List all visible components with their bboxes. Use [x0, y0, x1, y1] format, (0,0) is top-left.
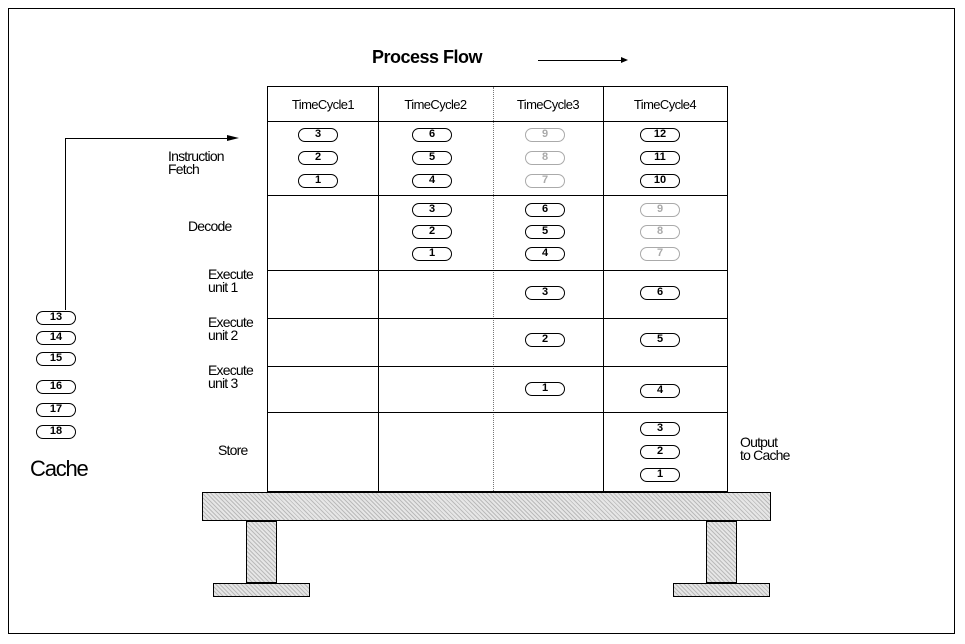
bench-top	[202, 492, 771, 521]
cache-feed-line	[65, 138, 66, 310]
cache-token: 16	[36, 380, 76, 394]
instruction-token: 1	[525, 382, 565, 396]
header-timecycle-4: TimeCycle4	[603, 87, 727, 121]
instruction-token: 11	[640, 151, 680, 165]
row-divider	[268, 366, 727, 367]
bench-foot-left	[213, 583, 310, 597]
instruction-token: 4	[640, 384, 680, 398]
instruction-token: 6	[412, 128, 452, 142]
row-label-instruction-fetch: Instruction Fetch	[168, 150, 224, 176]
pipeline-grid: TimeCycle1 TimeCycle2 TimeCycle3 TimeCyc…	[267, 86, 728, 492]
instruction-token: 3	[640, 422, 680, 436]
instruction-token: 12	[640, 128, 680, 142]
instruction-token: 2	[640, 445, 680, 459]
cache-token: 13	[36, 311, 76, 325]
instruction-token: 1	[412, 247, 452, 261]
row-label-execute-unit-3: Execute unit 3	[208, 364, 253, 390]
instruction-token: 9	[640, 203, 680, 217]
row-divider	[268, 270, 727, 271]
row-label-decode: Decode	[188, 220, 231, 233]
instruction-token: 5	[640, 333, 680, 347]
bench-leg-left	[246, 521, 277, 583]
instruction-token: 3	[525, 286, 565, 300]
row-divider	[268, 412, 727, 413]
row-divider	[268, 121, 727, 122]
diagram-title: Process Flow	[372, 47, 482, 68]
bench-leg-right	[706, 521, 737, 583]
cache-token: 17	[36, 403, 76, 417]
cache-token: 18	[36, 425, 76, 439]
row-divider	[268, 195, 727, 196]
instruction-token: 1	[640, 468, 680, 482]
instruction-token: 7	[525, 174, 565, 188]
output-to-cache-label: Output to Cache	[740, 436, 790, 462]
instruction-token: 4	[412, 174, 452, 188]
instruction-token: 8	[640, 225, 680, 239]
header-timecycle-2: TimeCycle2	[378, 87, 493, 121]
instruction-token: 2	[298, 151, 338, 165]
instruction-token: 5	[412, 151, 452, 165]
row-label-execute-unit-2: Execute unit 2	[208, 316, 253, 342]
instruction-token: 6	[525, 203, 565, 217]
process-flow-arrow	[538, 60, 626, 61]
instruction-token: 3	[298, 128, 338, 142]
instruction-token: 5	[525, 225, 565, 239]
row-label-store: Store	[218, 444, 247, 457]
instruction-token: 3	[412, 203, 452, 217]
header-timecycle-1: TimeCycle1	[268, 87, 378, 121]
row-divider	[268, 318, 727, 319]
instruction-token: 8	[525, 151, 565, 165]
instruction-token: 2	[525, 333, 565, 347]
cache-feed-arrow	[65, 138, 235, 139]
header-timecycle-3: TimeCycle3	[493, 87, 603, 121]
bench-foot-right	[673, 583, 770, 597]
instruction-token: 6	[640, 286, 680, 300]
column-divider	[378, 87, 379, 491]
column-divider	[603, 87, 604, 491]
column-divider	[493, 87, 495, 491]
cache-token: 15	[36, 352, 76, 366]
instruction-token: 2	[412, 225, 452, 239]
instruction-token: 1	[298, 174, 338, 188]
cache-token: 14	[36, 331, 76, 345]
instruction-token: 10	[640, 174, 680, 188]
instruction-token: 7	[640, 247, 680, 261]
row-label-execute-unit-1: Execute unit 1	[208, 268, 253, 294]
cache-label: Cache	[30, 456, 88, 482]
instruction-token: 4	[525, 247, 565, 261]
instruction-token: 9	[525, 128, 565, 142]
